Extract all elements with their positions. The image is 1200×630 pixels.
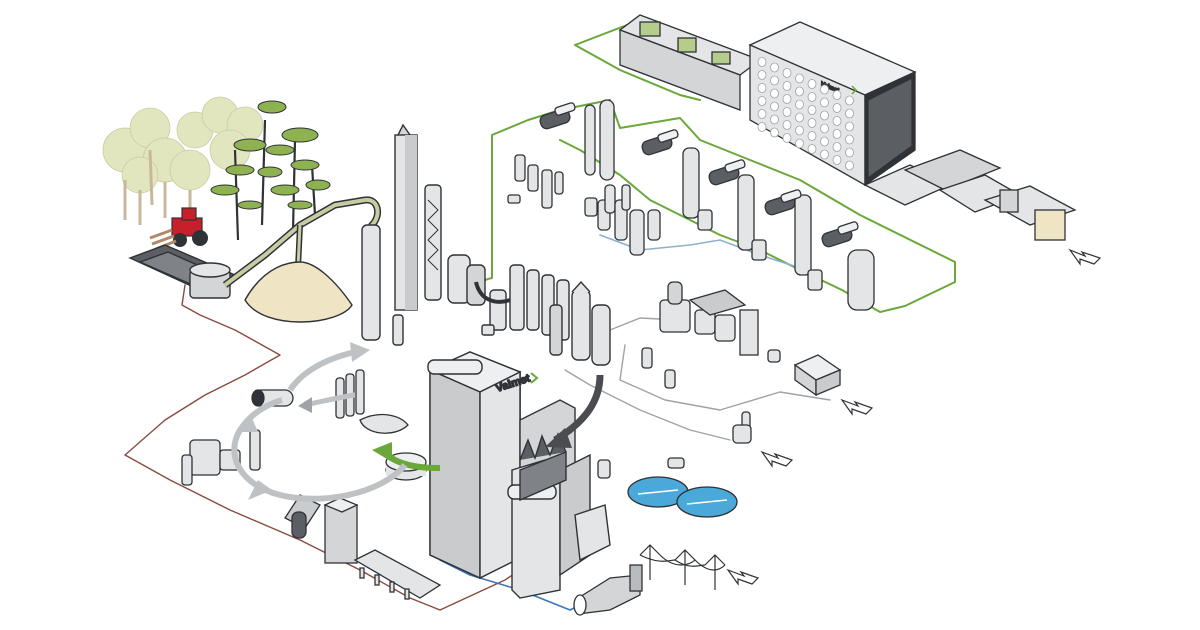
dryer-window bbox=[757, 96, 767, 106]
dryer-window bbox=[807, 92, 817, 102]
recycle-arrow-light bbox=[287, 349, 356, 392]
dryer-window bbox=[782, 81, 792, 91]
dryer-window bbox=[832, 90, 842, 100]
brown-line bbox=[124, 284, 536, 611]
dryer-window bbox=[807, 131, 817, 141]
evaporation-plant-icon bbox=[489, 264, 611, 366]
dryer-window bbox=[820, 84, 829, 95]
dryer-windows bbox=[757, 57, 854, 171]
dryer-window bbox=[795, 138, 804, 149]
dryer-window bbox=[845, 121, 854, 132]
dryer-window bbox=[770, 127, 779, 138]
dryer-window bbox=[795, 99, 804, 110]
dryer-window bbox=[770, 88, 779, 99]
forest-icon bbox=[102, 96, 331, 241]
water-treatment-icon bbox=[597, 281, 842, 518]
output-arrow-icon bbox=[726, 248, 1102, 586]
dryer-window bbox=[832, 142, 842, 152]
dryer-window bbox=[757, 109, 767, 119]
forest-harvester-icon bbox=[149, 207, 208, 251]
pulp-digester-icon bbox=[361, 123, 486, 346]
dryer-window bbox=[795, 73, 804, 84]
dryer-window bbox=[770, 75, 779, 86]
dryer-window bbox=[782, 120, 792, 130]
lime-kiln-icon bbox=[181, 429, 442, 600]
dryer-window bbox=[770, 62, 779, 73]
flow-arrows bbox=[231, 281, 604, 502]
turbine-generator-icon bbox=[573, 564, 643, 616]
dryer-window bbox=[795, 112, 804, 123]
dryer-window bbox=[845, 95, 854, 106]
dryer-window bbox=[782, 133, 792, 143]
dryer-window bbox=[782, 94, 792, 104]
dryer-window bbox=[770, 101, 779, 112]
dryer-window bbox=[807, 144, 817, 154]
dryer-window bbox=[757, 122, 767, 132]
dryer-window bbox=[757, 83, 767, 93]
dryer-window bbox=[807, 118, 817, 128]
dryer-window bbox=[820, 97, 829, 108]
dryer-window bbox=[782, 107, 792, 117]
recovery-boiler-icon: Valmet bbox=[427, 324, 611, 599]
dryer-window bbox=[832, 155, 842, 165]
dryer-window bbox=[832, 129, 842, 139]
bleaching-plant-icon bbox=[507, 99, 875, 311]
chip-pile-icon bbox=[244, 261, 353, 323]
dryer-window bbox=[757, 57, 767, 67]
wood-handling-icon bbox=[128, 196, 382, 341]
dryer-window bbox=[845, 134, 854, 145]
liquor-arrow-head bbox=[545, 428, 572, 448]
dryer-window bbox=[820, 149, 829, 160]
power-line-icon bbox=[639, 544, 726, 590]
dryer-window bbox=[845, 160, 854, 171]
dryer-window bbox=[795, 86, 804, 97]
dryer-window bbox=[820, 110, 829, 121]
dryer-window bbox=[845, 147, 854, 158]
dryer-window bbox=[832, 103, 842, 113]
dryer-window bbox=[795, 125, 804, 136]
dryer-window bbox=[770, 114, 779, 125]
dryer-window bbox=[845, 108, 854, 119]
gray-line-b bbox=[619, 344, 831, 411]
dryer-window bbox=[820, 123, 829, 134]
dryer-window bbox=[832, 116, 842, 126]
dryer-window bbox=[782, 68, 792, 78]
dryer-window bbox=[820, 136, 829, 147]
dryer-window bbox=[807, 105, 817, 115]
dryer-window bbox=[807, 79, 817, 89]
pulp-drying-machine-icon: Valmet bbox=[618, 14, 1077, 241]
dryer-window bbox=[757, 70, 767, 80]
